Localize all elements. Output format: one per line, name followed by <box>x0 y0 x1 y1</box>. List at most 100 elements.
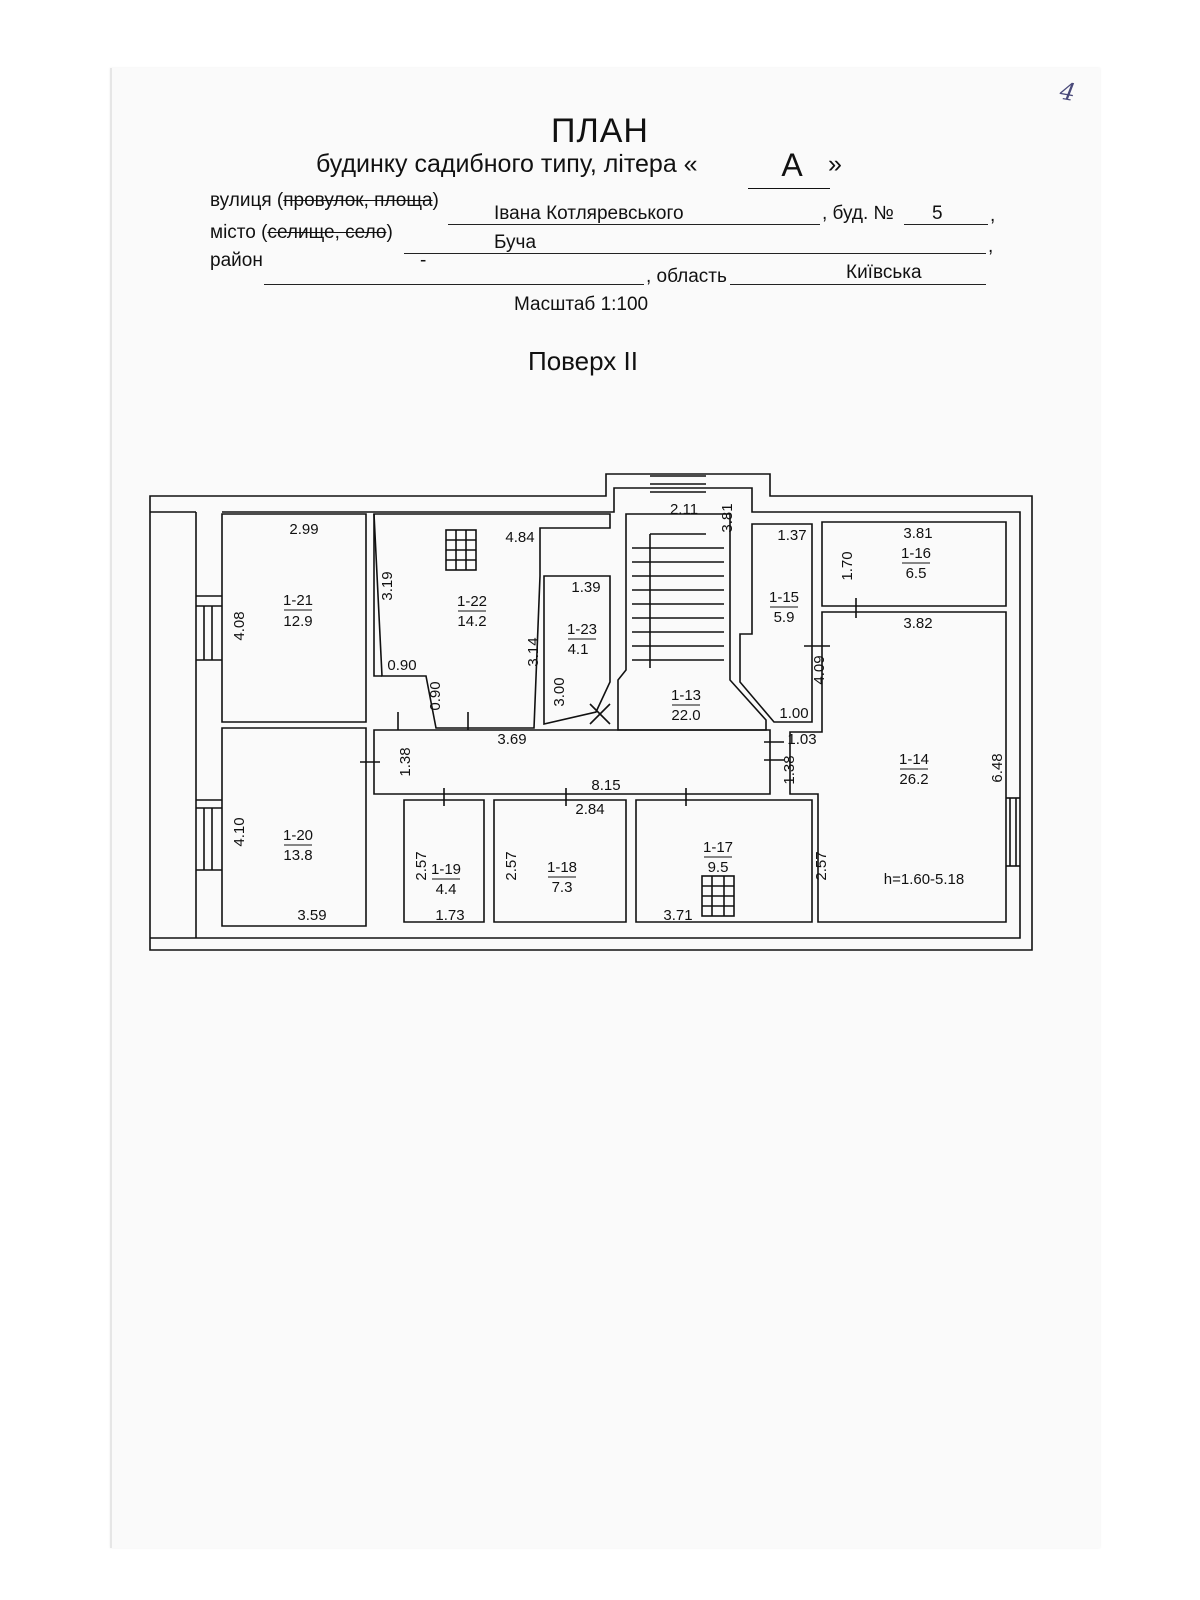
room-1-14-id: 1-14 <box>899 751 929 768</box>
room-1-19-id: 1-19 <box>431 861 461 878</box>
dim-2-57b: 2.57 <box>503 851 520 880</box>
dim-1-70: 1.70 <box>839 551 856 580</box>
corridor-outline <box>373 729 771 795</box>
room-1-17-outline <box>635 799 813 923</box>
floor-label: Поверх II <box>528 346 638 376</box>
dim-1-00: 1.00 <box>779 705 808 722</box>
dim-2-57a: 2.57 <box>413 851 430 880</box>
room-1-17-area: 9.5 <box>708 859 729 876</box>
room-1-19-area: 4.4 <box>436 881 457 898</box>
dim-3-59: 3.59 <box>297 907 326 924</box>
building-label: , буд. № <box>822 203 894 224</box>
fixture-grid-bottom <box>701 875 735 917</box>
room-1-22-id: 1-22 <box>457 593 487 610</box>
dim-0-90b: 0.90 <box>427 681 444 710</box>
left-window-top <box>196 595 222 661</box>
room-1-20-id: 1-20 <box>283 827 313 844</box>
dim-4-08: 4.08 <box>231 611 248 640</box>
city-label: місто (селище, село) <box>210 222 393 243</box>
dim-3-19: 3.19 <box>379 571 396 600</box>
region-label: , область <box>646 266 727 287</box>
room-1-18-outline <box>493 799 627 923</box>
street-comma: , <box>990 205 996 226</box>
height-note: h=1.60-5.18 <box>884 871 965 888</box>
stair-treads <box>632 533 724 668</box>
city-label-struck: селище, село <box>267 222 387 243</box>
room-1-14-area: 26.2 <box>899 771 928 788</box>
plan-subtitle: будинку садибного типу, літера « <box>316 150 698 178</box>
letter-underline <box>748 188 830 189</box>
dim-3-14: 3.14 <box>525 637 542 666</box>
district-label: район <box>210 250 263 271</box>
dim-4-84: 4.84 <box>505 529 534 546</box>
dim-2-11: 2.11 <box>670 501 698 518</box>
dim-3-69: 3.69 <box>497 731 526 748</box>
city-underline <box>404 253 986 254</box>
city-value: Буча <box>494 232 537 253</box>
building-value: 5 <box>932 203 943 224</box>
room-1-23-outline <box>543 575 611 726</box>
room-1-21-id: 1-21 <box>283 592 313 609</box>
dim-3-82: 3.82 <box>903 615 932 632</box>
dim-1-03: 1.03 <box>787 731 816 748</box>
dim-2-84: 2.84 <box>575 801 604 818</box>
dim-4-09: 4.09 <box>811 655 828 684</box>
room-1-13-area: 22.0 <box>671 707 700 724</box>
dim-4-10: 4.10 <box>231 817 248 846</box>
dim-6-48: 6.48 <box>989 753 1006 782</box>
room-1-18-area: 7.3 <box>552 879 573 896</box>
plan-title: ПЛАН <box>551 112 649 150</box>
room-1-19-outline <box>403 799 485 923</box>
room-1-14-outline <box>789 611 1007 923</box>
region-value: Київська <box>846 262 922 283</box>
district-underline <box>264 284 644 285</box>
dim-2-99: 2.99 <box>289 521 318 538</box>
room-1-21-outline <box>221 513 367 723</box>
outer-wall-inner <box>150 487 1021 939</box>
dim-3-71: 3.71 <box>663 907 692 924</box>
street-label: вулиця (провулок, площа) <box>210 190 439 211</box>
dim-8-15: 8.15 <box>591 777 620 794</box>
room-1-17-id: 1-17 <box>703 839 733 856</box>
room-1-20-outline <box>221 727 367 927</box>
street-value: Івана Котляревського <box>494 203 684 224</box>
dim-1-39: 1.39 <box>571 579 600 596</box>
building-underline <box>904 224 988 225</box>
outer-wall-outer <box>149 473 1033 951</box>
district-value: - <box>420 250 427 271</box>
room-1-22-area: 14.2 <box>457 613 486 630</box>
left-window-bottom <box>196 799 222 871</box>
room-1-15-id: 1-15 <box>769 589 799 606</box>
scale-label: Масштаб 1:100 <box>514 294 649 315</box>
fixture-grid-top <box>445 529 477 571</box>
room-1-15-area: 5.9 <box>774 609 795 626</box>
street-label-struck: провулок, площа <box>283 190 433 211</box>
right-window <box>1006 797 1020 867</box>
dim-1-37: 1.37 <box>777 527 806 544</box>
dim-2-57c: 2.57 <box>813 851 830 880</box>
dim-3-81a: 3.81 <box>719 503 736 532</box>
room-1-13-id: 1-13 <box>671 687 701 704</box>
room-1-21-area: 12.9 <box>283 613 312 630</box>
city-comma: , <box>988 236 994 257</box>
room-1-22-outline <box>373 513 611 729</box>
dim-3-81b: 3.81 <box>903 525 932 542</box>
room-1-23-area: 4.1 <box>568 641 589 658</box>
document-page <box>110 68 1100 1548</box>
building-letter: А <box>781 147 803 183</box>
subtitle-close: » <box>828 150 842 178</box>
dim-1-38b: 1.38 <box>781 755 798 784</box>
dim-0-90a: 0.90 <box>387 657 416 674</box>
room-1-20-area: 13.8 <box>283 847 312 864</box>
stair-landing-top <box>650 475 706 493</box>
room-1-15-outline <box>739 523 813 723</box>
door-ticks <box>360 598 857 806</box>
room-1-16-area: 6.5 <box>906 565 927 582</box>
room-1-16-outline <box>821 521 1007 607</box>
street-underline <box>448 224 820 225</box>
room-1-23-id: 1-23 <box>567 621 597 638</box>
dim-3-00: 3.00 <box>551 677 568 706</box>
room-1-18-id: 1-18 <box>547 859 577 876</box>
dim-1-73: 1.73 <box>435 907 464 924</box>
